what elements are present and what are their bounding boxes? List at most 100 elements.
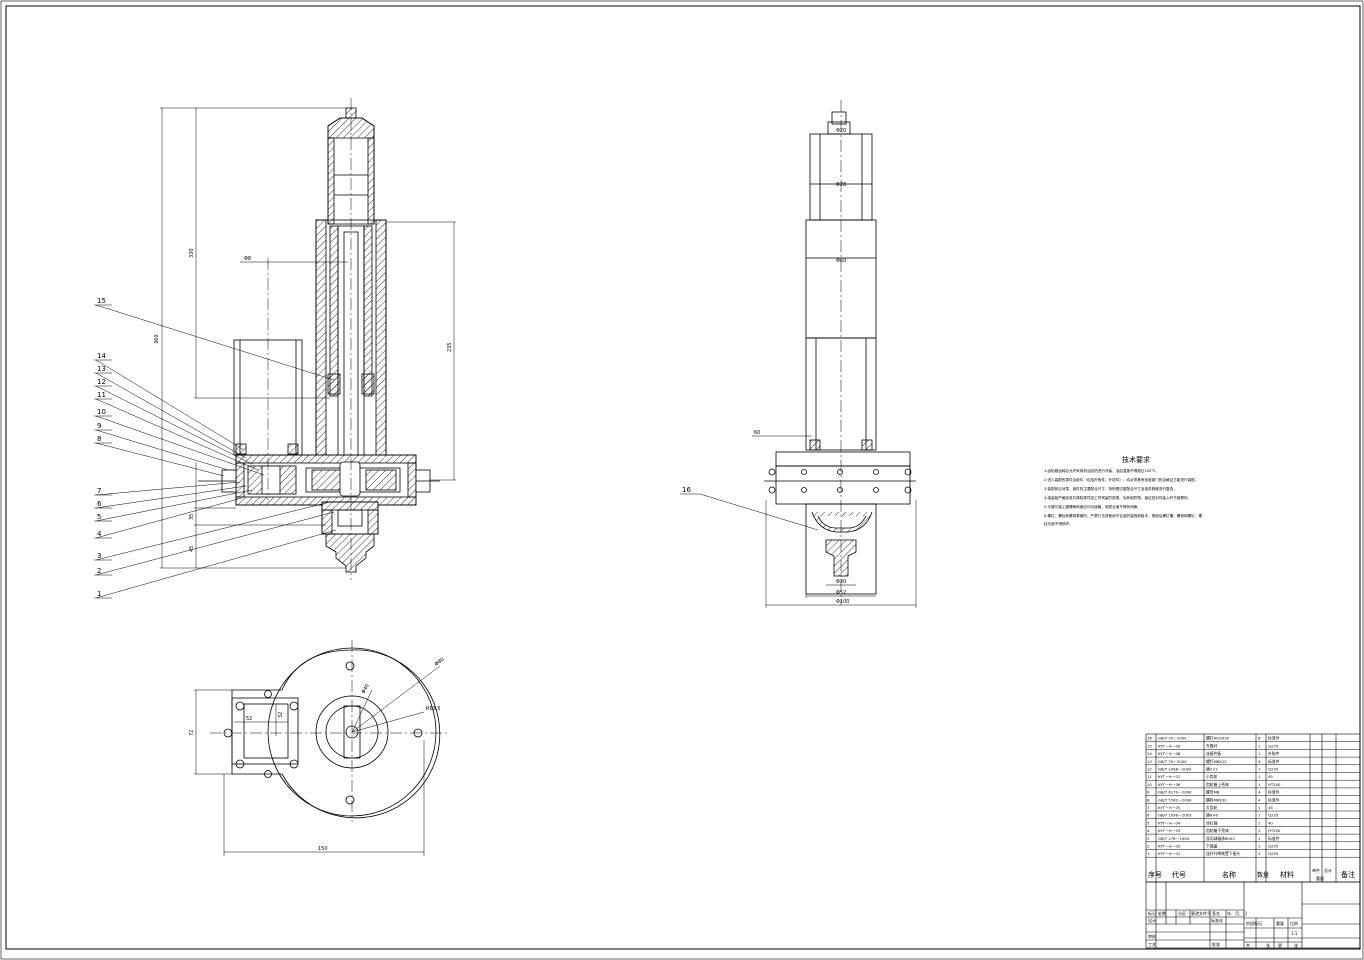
bom-cell-no: 9 xyxy=(1147,790,1150,795)
bom-cell-qty: 4 xyxy=(1258,797,1261,802)
bom-cell-name: 连杆升降装置下接头 xyxy=(1206,851,1240,856)
bom-cell-code: KYT－H－01 xyxy=(1158,851,1181,856)
tb-date: 年、月、日 xyxy=(1227,910,1247,916)
bom-cell-name: 螺钉M6X12 xyxy=(1206,759,1227,764)
bom-cell-no: 3 xyxy=(1147,836,1150,841)
bom-cell-code: KYT－H－08 xyxy=(1158,751,1181,756)
bom-cell-code: GB/T 1096－2003 xyxy=(1158,767,1192,772)
balloon-2: 2 xyxy=(97,567,101,575)
tb-change-doc: 更改文件号 xyxy=(1191,910,1211,916)
bom-cell-code: KYT－H－07 xyxy=(1158,774,1181,779)
balloon-6: 6 xyxy=(97,500,102,508)
tb-sign: 签名 xyxy=(1212,910,1220,916)
bom-cell-code: KYT－H－05 xyxy=(1158,805,1181,810)
bom-cell-name: 螺母M8 xyxy=(1206,790,1220,795)
dim-plan-circle-b: Φ40 xyxy=(361,683,371,695)
balloon-5: 5 xyxy=(97,513,101,521)
bom-cell-no: 14 xyxy=(1147,751,1152,756)
balloon-14: 14 xyxy=(97,352,106,360)
tech-line-2: 2.进入装配的零件及部件（包括外购件、外协件），均必须具有检验部门的合格证方能进… xyxy=(1044,477,1198,482)
bom-cell-mat: 标准件 xyxy=(1268,797,1280,802)
tech-line-6: 6.螺钉、螺栓和螺母紧固时，严禁打击或使用不合适的旋具和扳手，紧固后螺钉槽、螺母… xyxy=(1044,513,1202,518)
balloon-9: 9 xyxy=(97,422,101,430)
bom-cell-name: 螺栓M8X30 xyxy=(1206,797,1227,802)
bom-cell-mat: 45 xyxy=(1268,805,1273,810)
bom-cell-code: KYT－H－03 xyxy=(1158,828,1181,833)
balloon-11: 11 xyxy=(97,391,106,399)
bom-cell-code: KYT－H－06 xyxy=(1158,782,1181,787)
dim-top-dia: Φ8 xyxy=(244,256,251,262)
dim-plan-inner-h: 32 xyxy=(278,712,284,718)
bom-cell-qty: 1 xyxy=(1258,851,1261,856)
bom-cell-name: 大齿轮 xyxy=(1206,805,1218,810)
bom-cell-code: GB/T 70－2000 xyxy=(1158,736,1187,741)
dim-right-height: 235 xyxy=(447,342,453,352)
inner-border xyxy=(5,5,1361,950)
bom-cell-no: 8 xyxy=(1147,797,1150,802)
tb-weight: 重量 xyxy=(1276,920,1284,926)
dim-side-upper: Φ28 xyxy=(836,182,846,188)
bom-cell-mat: HT200 xyxy=(1268,828,1281,833)
balloon-3: 3 xyxy=(97,552,101,560)
bom-cell-qty: 1 xyxy=(1258,767,1261,772)
balloon-15: 15 xyxy=(97,297,106,305)
balloon-12: 12 xyxy=(97,378,106,386)
tech-line-3: 3.装配前应对零、部件的主要配合尺寸，特别是过盈配合尺寸及相关精度进行复查。 xyxy=(1044,486,1177,491)
bom-header-mat: 材料 xyxy=(1280,870,1294,879)
bom-cell-mat: Q235 xyxy=(1268,767,1279,772)
balloon-4: 4 xyxy=(97,530,102,538)
bom-cell-mat: 标准件 xyxy=(1268,736,1280,741)
tb-scale: 比例 xyxy=(1290,920,1298,926)
bom-cell-no: 16 xyxy=(1147,736,1152,741)
bom-cell-qty: 1 xyxy=(1258,805,1261,810)
bom-header-weight: 重量 xyxy=(1316,875,1324,881)
dim-side-bottom-c: Φ100 xyxy=(836,599,849,605)
bom-cell-name: 连接件板 xyxy=(1206,751,1221,756)
balloon-7: 7 xyxy=(97,487,101,495)
plan-view xyxy=(194,640,450,856)
dim-plan-inner-w: 52 xyxy=(246,716,252,722)
title-block xyxy=(1145,881,1361,949)
tb-mark: 标记 xyxy=(1148,910,1156,916)
bom-cell-code: KYT－H－09 xyxy=(1158,743,1181,748)
dim-side-bottom-a: Φ30 xyxy=(836,579,846,585)
tech-requirements: 技术要求 1.齿轮箱运转后允许采用机油加热进行冷装，油加温度不得超过100℃。 … xyxy=(1044,455,1202,526)
bom-cell-no: 6 xyxy=(1147,813,1150,818)
bom-cell-code: KYT－H－02 xyxy=(1158,844,1181,849)
bom-cell-mat: Q235 xyxy=(1268,813,1279,818)
bom-header-code: 代号 xyxy=(1172,870,1186,879)
bom-cell-name: 键6×6 xyxy=(1206,813,1218,818)
bom-cell-mat: Q235 xyxy=(1268,743,1279,748)
bom-cell-name: 键2×2 xyxy=(1206,767,1218,772)
tb-sheets-total: 共 xyxy=(1246,942,1250,948)
bom-cell-no: 13 xyxy=(1147,759,1152,764)
tech-line-4: 4.组装前严格检查并清除零件加工时残留的锐角、毛刺和异物。保证密封件装入时不被擦… xyxy=(1044,495,1191,500)
dim-plan-circle-a: Φ80 xyxy=(434,657,446,668)
dim-overall-height: 360 xyxy=(154,334,160,344)
bom-cell-name: 齿轮箱上壳体 xyxy=(1206,782,1229,787)
bom-cell-qty: 8 xyxy=(1258,736,1261,741)
dim-plan-height: 72 xyxy=(189,730,195,736)
dim-upper-height: 330 xyxy=(189,248,195,258)
bom-cell-qty: 1 xyxy=(1258,743,1261,748)
bom-cell-no: 11 xyxy=(1147,774,1152,779)
bom-cell-qty: 1 xyxy=(1258,820,1261,825)
bom-cell-no: 1 xyxy=(1147,851,1150,856)
title-block-text: 标记 处数 分区 更改文件号 签名 年、月、日 设计 标准化 审核 工艺 批准 … xyxy=(1148,910,1298,948)
bom-cell-name: 深沟球轴承6003 xyxy=(1206,836,1235,841)
bom-cell-no: 2 xyxy=(1147,844,1150,849)
tb-count: 处数 xyxy=(1158,910,1166,916)
bom-header-total: 总计 xyxy=(1324,867,1332,873)
bom-cell-qty: 1 xyxy=(1258,828,1261,833)
tb-process: 工艺 xyxy=(1148,942,1156,947)
balloon-13: 13 xyxy=(97,365,106,373)
tb-approve: 批准 xyxy=(1212,941,1220,947)
bom-cell-mat: HT200 xyxy=(1268,782,1281,787)
bom-cell-code: GB/T 276－1994 xyxy=(1158,836,1190,841)
bom-cell-qty: 4 xyxy=(1258,759,1261,764)
bom-cell-code: KYT－H－04 xyxy=(1158,820,1181,825)
bom-cell-qty: 4 xyxy=(1258,790,1261,795)
front-section-view xyxy=(94,98,456,599)
